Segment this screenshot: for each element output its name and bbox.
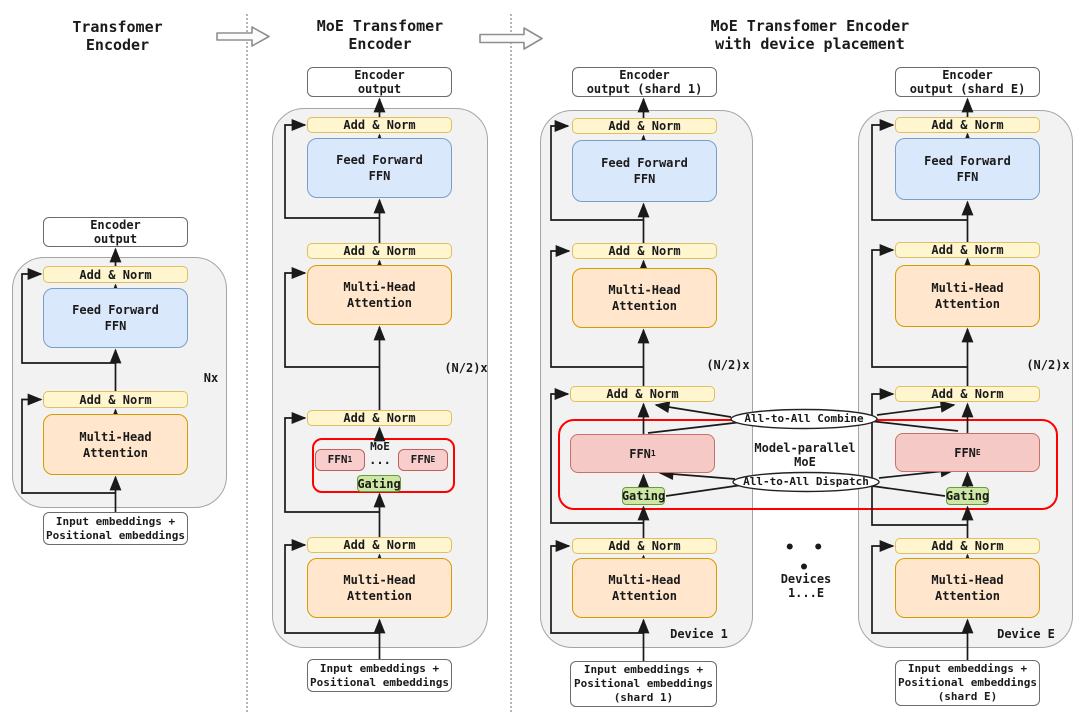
encoder-output-box-col1: Encoder output [43, 217, 188, 247]
multi-head-attention-box: Multi-Head Attention [572, 268, 717, 328]
model-parallel-moe-label: Model-parallel MoE [754, 441, 856, 469]
multi-head-attention-box: Multi-Head Attention [895, 265, 1040, 327]
input-embeddings-box-shard1: Input embeddings + Positional embeddings… [570, 661, 717, 707]
add-norm-box: Add & Norm [572, 118, 717, 134]
add-norm-box: Add & Norm [895, 386, 1040, 402]
dotted-separator-2 [510, 14, 512, 712]
multi-head-attention-box: Multi-Head Attention [572, 558, 717, 618]
encoder-output-box-shard1: Encoder output (shard 1) [572, 67, 717, 97]
nx-label: Nx [203, 371, 219, 385]
add-norm-box: Add & Norm [570, 386, 715, 402]
column34-title: MoE Transfomer Encoder with device place… [710, 17, 910, 53]
device1-label: Device 1 [670, 627, 728, 641]
deviceE-label: Device E [997, 627, 1055, 641]
add-norm-box: Add & Norm [307, 537, 452, 553]
feed-forward-box: Feed Forward FFN [572, 140, 717, 202]
input-embeddings-box-col2: Input embeddings + Positional embeddings [307, 659, 452, 692]
encoder-output-box-shardE: Encoder output (shard E) [895, 67, 1040, 97]
add-norm-box: Add & Norm [895, 117, 1040, 133]
all-to-all-dispatch-label: All-to-All Dispatch [743, 475, 869, 488]
input-embeddings-box-col1: Input embeddings + Positional embeddings [43, 512, 188, 545]
column2-title: MoE Transfomer Encoder [316, 17, 444, 53]
add-norm-box: Add & Norm [895, 242, 1040, 258]
encoder-output-box-col2: Encoder output [307, 67, 452, 97]
add-norm-box: Add & Norm [307, 243, 452, 259]
n2x-label: (N/2)x [444, 361, 488, 375]
feed-forward-box: Feed Forward FFN [895, 138, 1040, 200]
add-norm-box: Add & Norm [307, 410, 452, 426]
multi-head-attention-box: Multi-Head Attention [895, 558, 1040, 618]
add-norm-box: Add & Norm [43, 391, 188, 408]
feed-forward-box: Feed Forward FFN [307, 138, 452, 198]
gating-box: Gating [621, 487, 666, 505]
gating-box: Gating [357, 475, 401, 492]
n2x-label: (N/2)x [1026, 358, 1070, 372]
multi-head-attention-box: Multi-Head Attention [43, 414, 188, 475]
feed-forward-box: Feed Forward FFN [43, 288, 188, 348]
n2x-label: (N/2)x [706, 358, 750, 372]
add-norm-box: Add & Norm [895, 538, 1040, 554]
transition-arrow-1 [216, 26, 270, 47]
devices-ellipsis: • • • [784, 538, 828, 578]
add-norm-box: Add & Norm [572, 538, 717, 554]
add-norm-box: Add & Norm [43, 266, 188, 283]
dotted-separator-1 [246, 14, 248, 712]
gating-box: Gating [945, 487, 990, 505]
add-norm-box: Add & Norm [572, 243, 717, 259]
all-to-all-combine-label: All-to-All Combine [744, 412, 864, 425]
input-embeddings-box-shardE: Input embeddings + Positional embeddings… [895, 660, 1040, 706]
experts-ellipsis: ... [369, 453, 391, 467]
multi-head-attention-box: Multi-Head Attention [307, 558, 452, 618]
moe-label: MoE [370, 440, 390, 453]
devices-range-label: Devices 1...E [780, 572, 832, 600]
column1-title: Transfomer Encoder [72, 18, 163, 54]
add-norm-box: Add & Norm [307, 117, 452, 133]
multi-head-attention-box: Multi-Head Attention [307, 265, 452, 325]
